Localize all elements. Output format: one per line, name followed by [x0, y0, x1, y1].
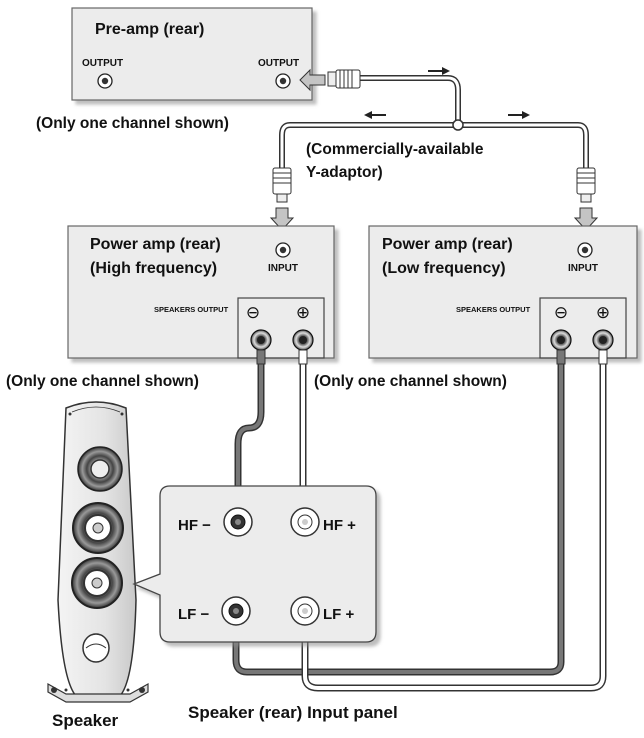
signal-direction-arrow-icon [508, 111, 530, 119]
speaker-cabinet [47, 401, 149, 703]
power-amp-lf-title-line2: (Low frequency) [382, 260, 506, 277]
minus-terminal-symbol: ⊖ [246, 303, 260, 322]
power-amp-hf-title-line2: (High frequency) [90, 260, 217, 277]
woofer-upper-icon [72, 502, 124, 554]
speaker-cables [232, 348, 607, 692]
power-amp-hf-title-line1: Power amp (rear) [90, 236, 221, 253]
hf-minus-label: HF − [178, 517, 211, 534]
preamp-panel: Pre-amp (rear) OUTPUT OUTPUT [71, 7, 313, 101]
plus-terminal-symbol: ⊕ [296, 303, 310, 322]
power-amp-lf-minus-terminal[interactable] [550, 329, 572, 351]
power-amp-lf-input-label: INPUT [568, 263, 598, 274]
lf-channel-note: (Only one channel shown) [314, 373, 507, 390]
power-amp-hf-plus-terminal[interactable] [292, 329, 314, 351]
speaker-input-panel: HF − HF + LF − LF + [132, 485, 377, 643]
speaker-label: Speaker [52, 711, 119, 730]
rca-plug-lf [573, 167, 599, 231]
adaptor-label-line1: (Commercially-available [306, 141, 484, 158]
power-amp-hf-minus-terminal[interactable] [250, 329, 272, 351]
minus-terminal-symbol: ⊖ [554, 303, 568, 322]
rca-plug-preamp [327, 69, 361, 89]
speakers-output-frame [237, 297, 325, 359]
preamp-output-right-label: OUTPUT [258, 58, 299, 69]
hf-minus-terminal[interactable] [223, 507, 253, 537]
woofer-lower-icon [71, 557, 123, 609]
power-amp-lf-title-line1: Power amp (rear) [382, 236, 513, 253]
tweeter-icon [77, 446, 123, 492]
arrow-down-icon [269, 207, 295, 231]
preamp-title: Pre-amp (rear) [95, 21, 204, 38]
lf-plus-terminal[interactable] [290, 596, 320, 626]
power-amp-hf-input-jack[interactable] [275, 242, 291, 258]
input-panel-label: Speaker (rear) Input panel [188, 703, 398, 722]
arrow-left-icon [299, 68, 326, 92]
lf-plus-label: LF + [323, 606, 354, 623]
power-amp-lf-plus-terminal[interactable] [592, 329, 614, 351]
speakers-output-frame [539, 297, 627, 359]
power-amp-lf-panel: Power amp (rear) (Low frequency) INPUT S… [368, 225, 638, 359]
lf-minus-label: LF − [178, 606, 209, 623]
bass-port-icon [82, 633, 110, 663]
rca-plug-hf [269, 167, 295, 231]
lf-minus-terminal[interactable] [221, 596, 251, 626]
power-amp-hf-speakers-output-label: SPEAKERS OUTPUT [154, 305, 229, 314]
power-amp-lf-speakers-output-label: SPEAKERS OUTPUT [456, 305, 531, 314]
power-amp-hf-panel: Power amp (rear) (High frequency) INPUT … [67, 225, 335, 359]
power-amp-hf-input-label: INPUT [268, 263, 298, 274]
adaptor-label-line2: Y-adaptor) [306, 164, 383, 181]
signal-direction-arrow-icon [428, 67, 450, 75]
speaker-base [47, 682, 149, 703]
arrow-down-icon [573, 207, 599, 231]
preamp-output-right-jack[interactable] [275, 73, 291, 89]
y-split-junction [452, 119, 464, 131]
signal-direction-arrow-icon [364, 111, 386, 119]
plus-terminal-symbol: ⊕ [596, 303, 610, 322]
power-amp-lf-input-jack[interactable] [577, 242, 593, 258]
y-adaptor-cable [279, 75, 589, 168]
hf-plus-label: HF + [323, 517, 356, 534]
preamp-channel-note: (Only one channel shown) [36, 115, 229, 132]
hf-plus-terminal[interactable] [290, 507, 320, 537]
hf-channel-note: (Only one channel shown) [6, 373, 199, 390]
preamp-output-left-jack[interactable] [97, 73, 113, 89]
preamp-output-left-label: OUTPUT [82, 58, 123, 69]
